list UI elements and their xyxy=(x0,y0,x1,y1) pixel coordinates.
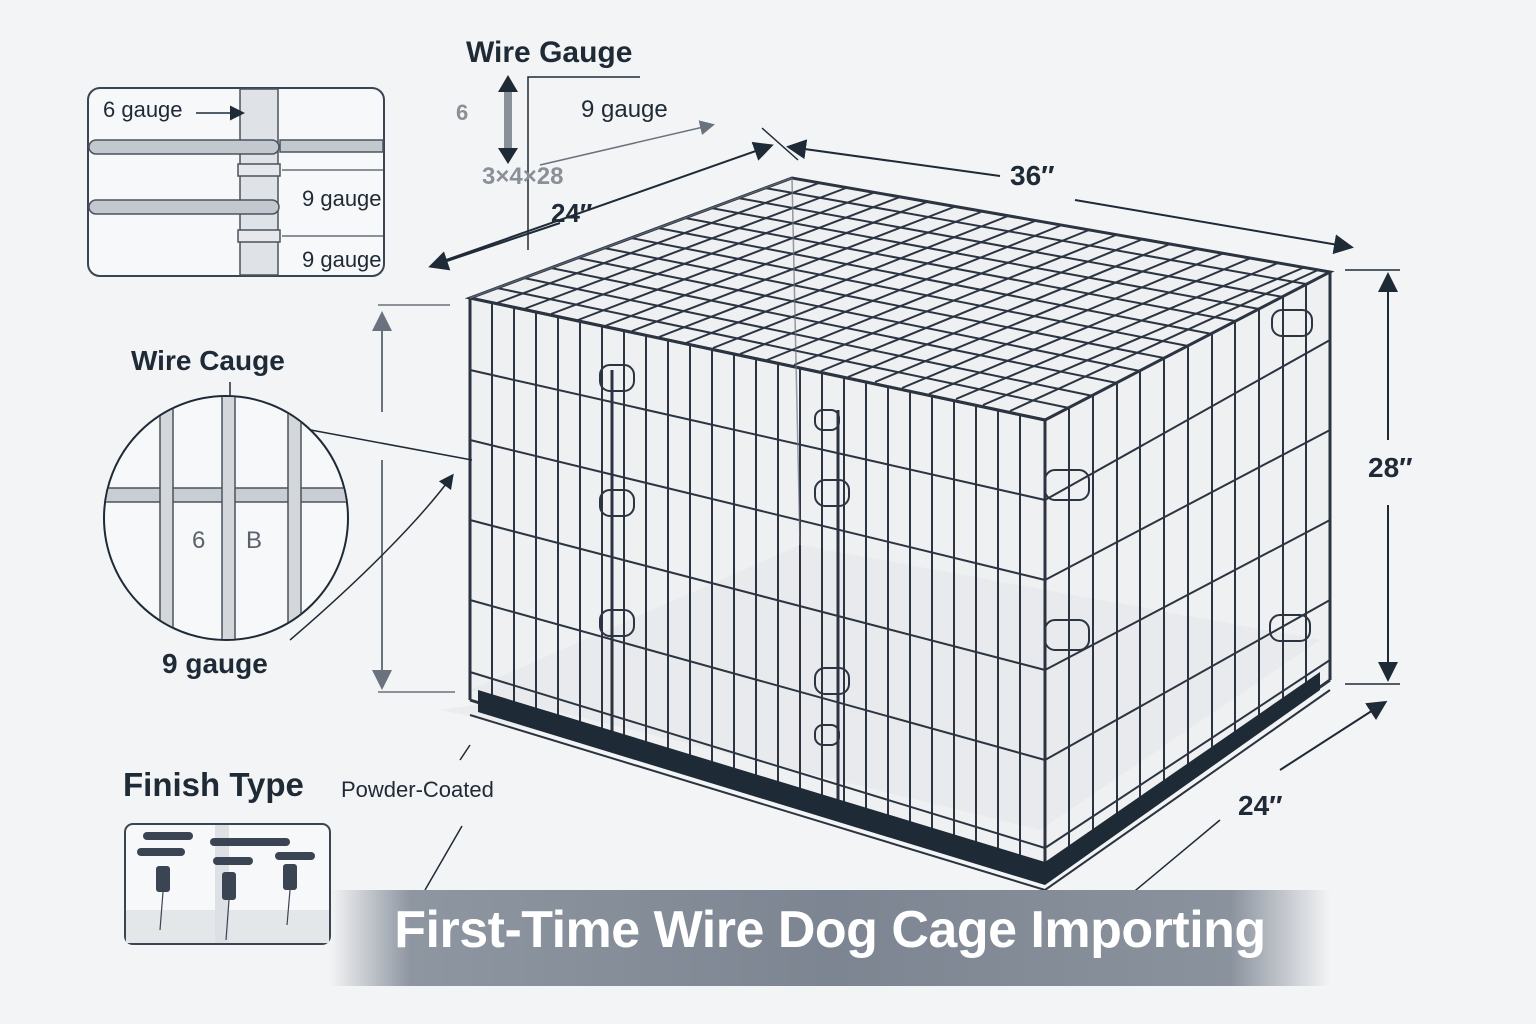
dimension-depth-top: 24″ xyxy=(551,198,593,228)
top-left-inset-graphic xyxy=(87,87,385,277)
circle-inset-title: Wire Cauge xyxy=(131,345,285,376)
title-banner: First-Time Wire Dog Cage Importing xyxy=(330,890,1330,986)
finish-type-value: Powder-Coated xyxy=(341,777,494,802)
cage-base-tray xyxy=(469,672,1331,891)
finish-inset-graphic xyxy=(124,823,331,945)
wire-gauge-title: Wire Gauge xyxy=(466,36,633,69)
dimension-depth-bottom: 24″ xyxy=(1238,790,1283,821)
inset-label-9-gauge-1: 9 gauge xyxy=(302,186,382,211)
dimension-width-top: 36″ xyxy=(1010,160,1055,191)
circle-inset-graphic xyxy=(103,382,349,641)
dimension-lines xyxy=(289,76,1400,896)
size-code: 3×4×28 xyxy=(482,163,564,190)
page-title: First-Time Wire Dog Cage Importing xyxy=(394,901,1266,959)
dimension-height: 28″ xyxy=(1368,452,1413,483)
gauge-arrow xyxy=(498,75,518,164)
circle-inset-label-6: 6 xyxy=(192,527,206,554)
circle-inset-label-b: B xyxy=(246,527,263,554)
cage-front-panel xyxy=(468,296,1047,882)
gauge-right-label: 9 gauge xyxy=(581,96,668,123)
finish-type-title: Finish Type xyxy=(123,766,304,803)
inset-label-6-gauge: 6 gauge xyxy=(101,97,185,123)
circle-inset-bottom-label: 9 gauge xyxy=(162,648,268,679)
inset-label-9-gauge-2: 9 gauge xyxy=(302,247,382,272)
gauge-left-value: 6 xyxy=(456,100,469,125)
